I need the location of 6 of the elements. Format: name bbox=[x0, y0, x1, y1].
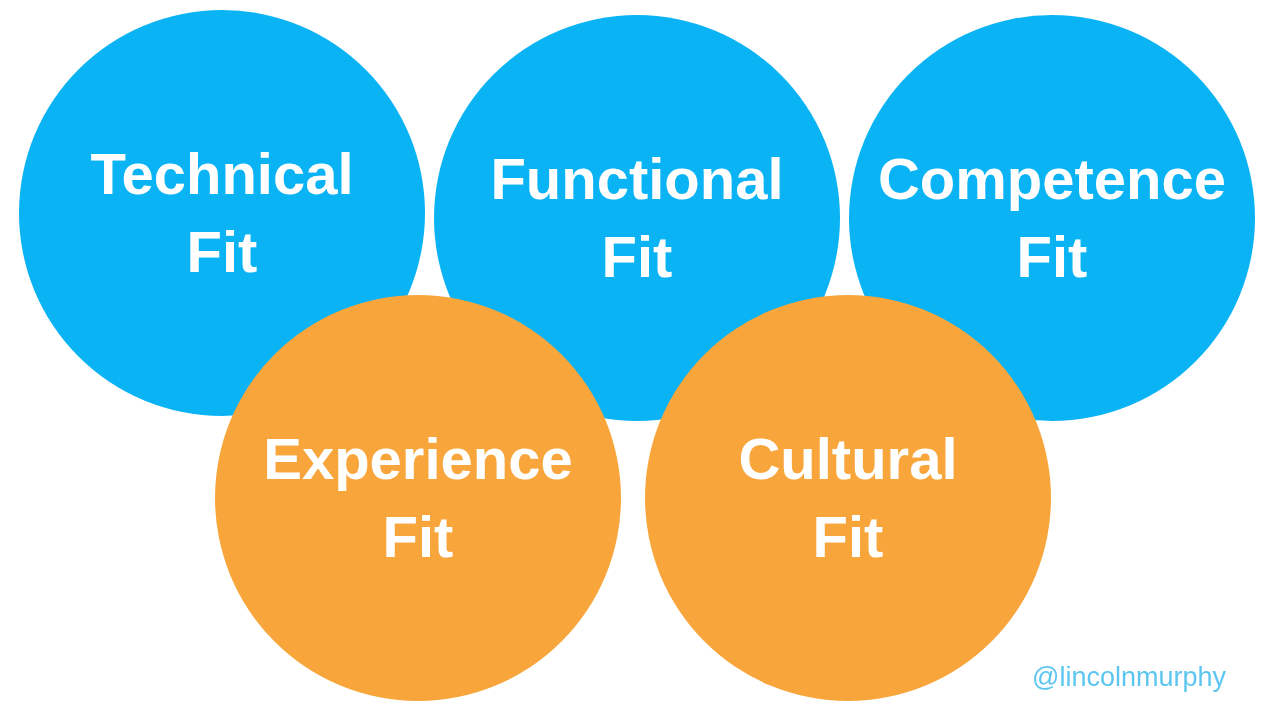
circle-label: Cultural Fit bbox=[738, 424, 958, 571]
author-handle: @lincolnmurphy bbox=[1032, 662, 1226, 693]
circle-label: Technical Fit bbox=[90, 139, 354, 286]
circle-label: Experience Fit bbox=[263, 424, 573, 571]
circle-label: Functional Fit bbox=[490, 144, 784, 291]
circle-label: Competence Fit bbox=[877, 144, 1227, 291]
